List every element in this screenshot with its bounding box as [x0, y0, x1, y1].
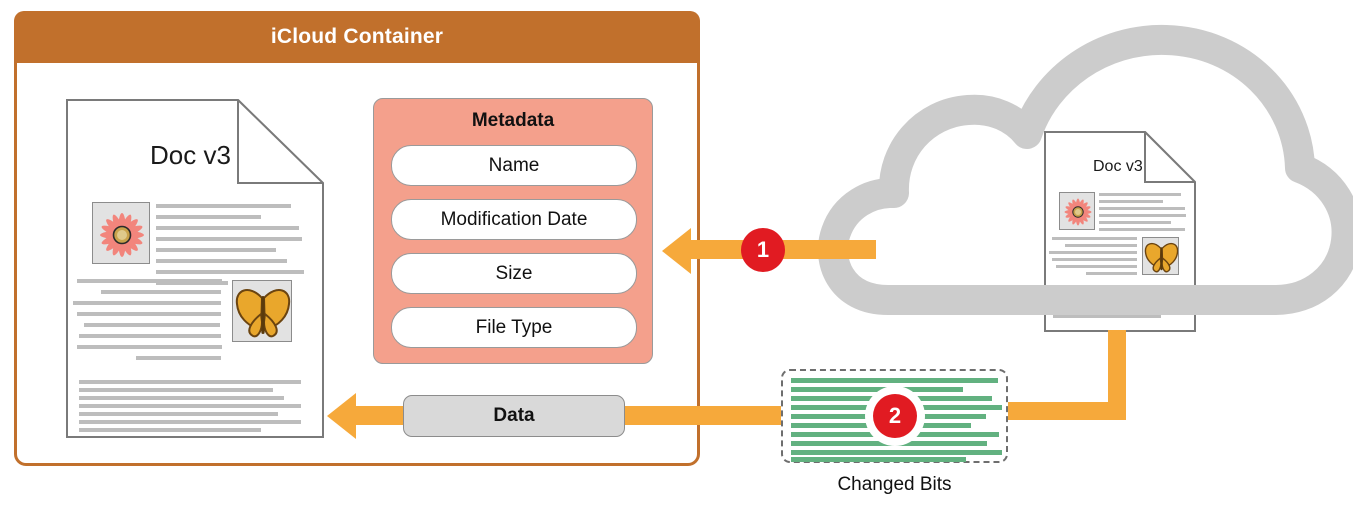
- cloud-to-bits-horizontal-connector: [1000, 402, 1126, 420]
- step-badge-1: 1: [741, 228, 785, 272]
- metadata-field-name[interactable]: Name: [391, 145, 637, 186]
- metadata-field-size[interactable]: Size: [391, 253, 637, 294]
- butterfly-image: [232, 280, 292, 342]
- butterfly-image: [1142, 237, 1179, 275]
- data-pill: Data: [403, 395, 625, 437]
- cloud-icon: [818, 10, 1353, 365]
- cloud-document-title: Doc v3: [1093, 158, 1143, 175]
- document-sheet-icon: [66, 99, 324, 438]
- flower-image: [92, 202, 150, 264]
- cloud-to-bits-vertical-connector: [1108, 330, 1126, 420]
- flower-image: [1059, 192, 1095, 230]
- data-pill-label: Data: [493, 405, 535, 426]
- local-document-title: Doc v3: [150, 140, 231, 170]
- changed-bits-caption: Changed Bits: [837, 474, 952, 495]
- local-document: Doc v3: [66, 99, 324, 438]
- metadata-panel: Metadata Name Modification Date Size Fil…: [373, 98, 653, 364]
- step-badge-2: 2: [873, 394, 917, 438]
- icloud-container-header: iCloud Container: [14, 11, 700, 63]
- metadata-field-file-type[interactable]: File Type: [391, 307, 637, 348]
- metadata-arrow-head-icon: [662, 228, 691, 274]
- container-title: iCloud Container: [270, 25, 444, 48]
- data-arrow-head-icon: [327, 393, 356, 439]
- metadata-field-modification-date[interactable]: Modification Date: [391, 199, 637, 240]
- metadata-title: Metadata: [471, 110, 555, 131]
